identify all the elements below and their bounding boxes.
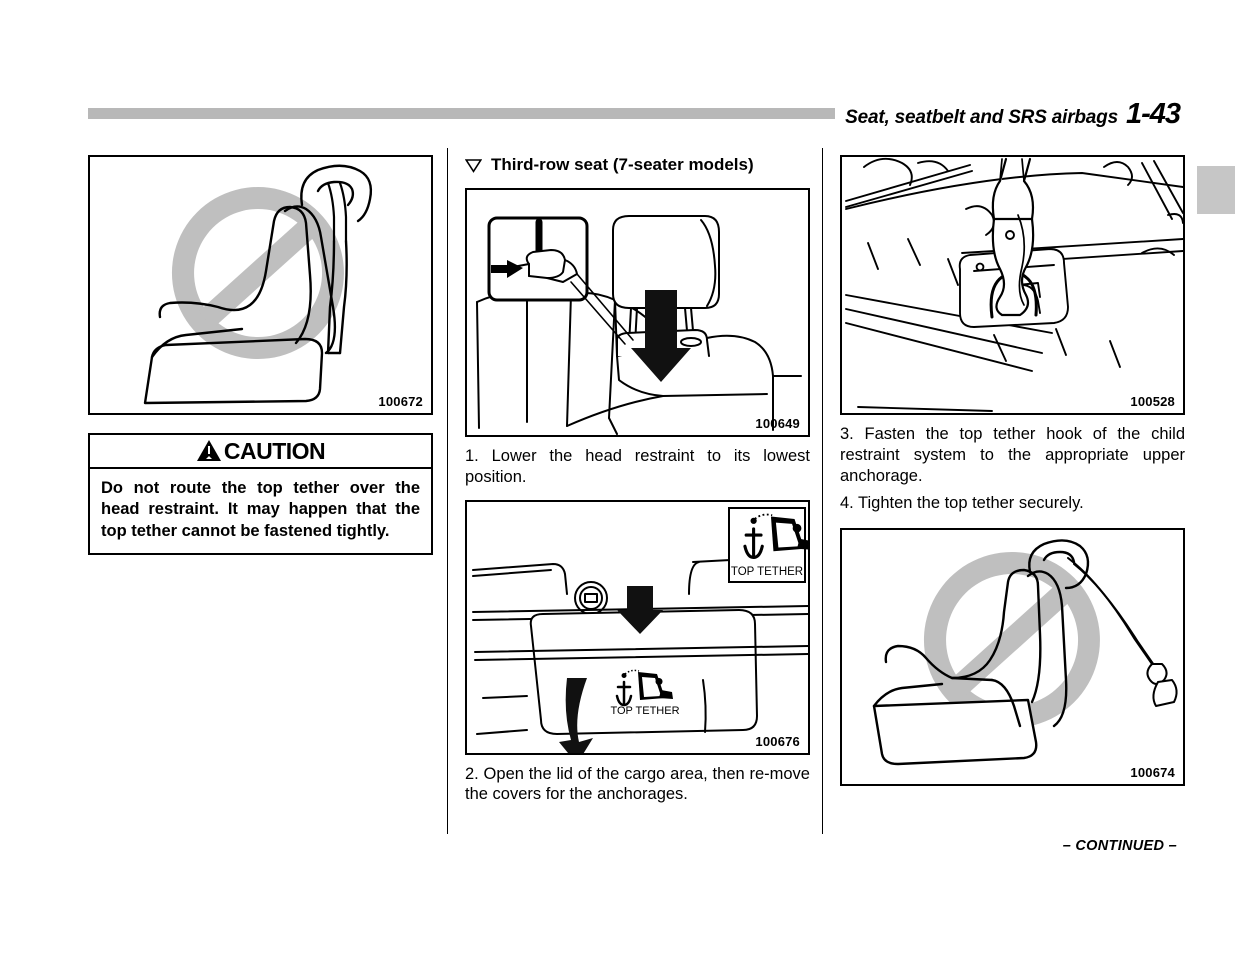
top-tether-badge: TOP TETHER	[728, 506, 808, 583]
step-3-text: 3. Fasten the top tether hook of the chi…	[840, 425, 1185, 485]
prohibited-child-seat-diagram	[872, 539, 1178, 766]
figure-number: 100676	[755, 733, 800, 749]
triangle-down-icon	[465, 158, 482, 173]
caution-box: CAUTION Do not route the top tether over…	[88, 433, 433, 556]
head-restraint-diagram	[476, 215, 802, 435]
step-1-text: 1. Lower the head restraint to its lowes…	[465, 447, 810, 486]
prohibited-seat-diagram	[143, 164, 373, 405]
page-title: Seat, seatbelt and SRS airbags	[845, 107, 1118, 128]
top-tether-anchor-icon	[615, 669, 673, 706]
column-divider-right	[822, 148, 823, 834]
section-heading-label: Third-row seat (7-seater models)	[491, 155, 754, 174]
caution-body: Do not route the top tether over the hea…	[88, 469, 433, 556]
section-heading-third-row-seat: Third-row seat (7-seater models)	[465, 155, 810, 175]
figure-number: 100528	[1130, 394, 1175, 409]
middle-column: Third-row seat (7-seater models)	[465, 155, 810, 805]
page-header: Seat, seatbelt and SRS airbags 1-43	[88, 98, 1181, 134]
chapter-tab-marker	[1197, 166, 1235, 214]
caution-header: CAUTION	[88, 433, 433, 469]
caution-text: Do not route the top tether over the hea…	[101, 479, 420, 540]
anchorage-hook-diagram	[845, 157, 1183, 412]
figure-number: 100649	[755, 416, 800, 431]
lid-open-down-arrow-icon	[617, 585, 663, 634]
header-text-group: Seat, seatbelt and SRS airbags 1-43	[835, 98, 1181, 131]
top-tether-anchor-icon	[743, 513, 808, 559]
figure-cargo-lid-anchorage: TOP TETHER TOP TETHER 100676	[465, 499, 810, 755]
top-tether-badge-label: TOP TETHER	[731, 566, 803, 578]
figure-tether-hook-anchorage: 100528	[840, 155, 1185, 415]
page-number: 1-43	[1125, 98, 1181, 130]
left-column: 100672 CAUTION Do not route the top teth…	[88, 155, 433, 556]
header-rule	[88, 108, 1180, 119]
top-tether-cover-text: TOP TETHER	[610, 705, 679, 717]
cargo-lid-diagram: TOP TETHER TOP TETHER	[472, 506, 808, 753]
down-arrow-icon	[631, 290, 691, 382]
right-column: 100528 3. Fasten the top tether hook of …	[840, 155, 1185, 787]
footer-continued: – CONTINUED –	[1062, 838, 1177, 854]
step-4-text: 4. Tighten the top tether securely.	[840, 494, 1084, 513]
top-tether-cover-label: TOP TETHER	[610, 669, 680, 717]
caution-label: CAUTION	[223, 437, 326, 464]
figure-prohibited-loose-tether: 100674	[840, 528, 1185, 787]
warning-triangle-icon	[196, 440, 221, 461]
step-2-text: 2. Open the lid of the cargo area, then …	[465, 764, 810, 804]
cover-remove-arrow-icon	[559, 677, 593, 753]
figure-number: 100674	[1130, 765, 1175, 781]
inset-push-arrow-icon	[491, 260, 523, 278]
figure-prohibited-tether-routing: 100672	[88, 155, 433, 415]
figure-number: 100672	[378, 394, 423, 409]
figure-lower-head-restraint: 100649	[465, 188, 810, 437]
column-divider-left	[447, 148, 448, 834]
